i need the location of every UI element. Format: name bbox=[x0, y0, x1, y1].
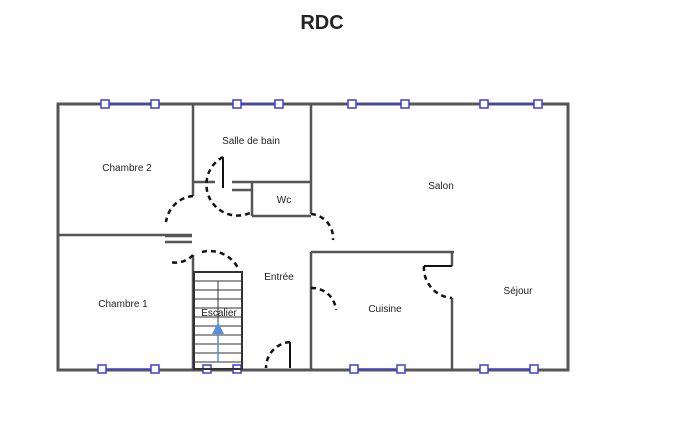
room-label-chambre-1: Chambre 1 bbox=[98, 299, 148, 310]
door-jambs bbox=[222, 157, 452, 368]
plan-title: RDC bbox=[300, 12, 344, 34]
walls bbox=[56, 102, 570, 372]
doors bbox=[164, 155, 453, 369]
room-label-escalier: Escalier bbox=[201, 308, 237, 319]
windows bbox=[97, 99, 543, 374]
room-label-wc: Wc bbox=[277, 195, 291, 206]
room-label-chambre-2: Chambre 2 bbox=[102, 163, 152, 174]
room-label-salon: Salon bbox=[428, 181, 454, 192]
room-label-cuisine: Cuisine bbox=[368, 304, 402, 315]
stair-arrow-icon bbox=[212, 322, 224, 334]
room-label-sejour: Séjour bbox=[504, 286, 534, 297]
room-label-entree: Entrée bbox=[264, 272, 294, 283]
room-label-salle-de-bain: Salle de bain bbox=[222, 136, 280, 147]
